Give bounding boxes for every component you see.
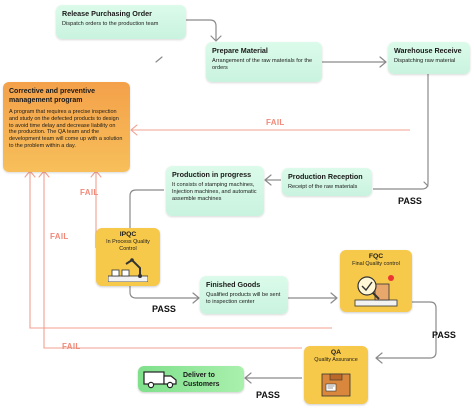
node-fqc: FQC Final Quality control [340, 250, 412, 312]
node-production-in-progress: Production in progress It consists of st… [166, 166, 264, 216]
node-description: Qualified products will be sent to inspe… [206, 292, 281, 305]
node-title: IPQC [119, 231, 137, 238]
node-description: Quality Assurance [314, 357, 358, 363]
node-description: Dispatch orders to the production team [62, 21, 159, 27]
node-title: Finished Goods [206, 280, 261, 289]
node-description: It consists of stamping machines, Inject… [172, 182, 257, 202]
node-corrective-program: Corrective and preventive management pro… [3, 82, 130, 172]
node-finished-goods: Finished Goods Qualified products will b… [200, 276, 288, 314]
node-production-reception: Production Reception Receipt of the raw … [282, 168, 372, 196]
node-qa: QA Quality Assurance [304, 346, 368, 404]
pass-label: PASS [398, 196, 422, 206]
fail-label: FAIL [80, 188, 99, 197]
pass-label: PASS [432, 330, 456, 340]
node-title: Prepare Material [212, 46, 268, 55]
node-title: Deliver to Customers [183, 372, 220, 388]
inspection-icon [354, 275, 398, 307]
robot-arm-icon [108, 258, 148, 282]
box-icon [321, 373, 351, 397]
fail-label: FAIL [50, 232, 69, 241]
node-title: Production in progress [172, 170, 252, 179]
fail-label: FAIL [266, 118, 285, 127]
node-title: QA [330, 349, 342, 356]
node-ipqc: IPQC In Process Quality Control [96, 228, 160, 286]
node-description: Dispatching raw material [394, 58, 456, 64]
pass-label: PASS [152, 304, 176, 314]
node-description: A program that requires a precise inspec… [9, 109, 123, 149]
node-release-purchasing-order: Release Purchasing Order Dispatch orders… [56, 5, 186, 39]
fail-label: FAIL [62, 342, 81, 351]
truck-icon [143, 371, 177, 389]
node-title: Warehouse Receive [394, 46, 462, 55]
node-description: In Process Quality Control [106, 239, 150, 252]
node-title: Production Reception [288, 172, 363, 181]
node-warehouse-receive: Warehouse Receive Dispatching raw materi… [388, 42, 470, 74]
node-description: Final Quality control [352, 261, 400, 267]
node-description: Receipt of the raw materials [288, 184, 358, 190]
node-deliver-to-customers: Deliver to Customers [138, 366, 244, 392]
node-title: Corrective and preventive management pro… [9, 88, 95, 104]
node-prepare-material: Prepare Material Arrangement of the raw … [206, 42, 322, 82]
node-title: FQC [368, 253, 384, 260]
node-title: Release Purchasing Order [62, 9, 152, 18]
pass-label: PASS [256, 390, 280, 400]
node-description: Arrangement of the raw materials for the… [212, 58, 313, 71]
